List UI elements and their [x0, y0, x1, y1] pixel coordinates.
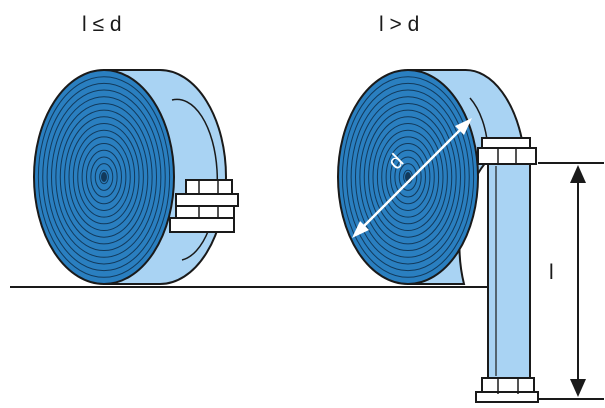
length-label: l — [549, 261, 554, 284]
left-coil-ring — [46, 89, 162, 265]
right-coil-ring — [368, 116, 448, 238]
right-coil-ring — [390, 149, 426, 205]
left-coil-ring — [37, 76, 171, 278]
left-coil-ring — [68, 123, 140, 231]
length-arrowhead-bottom — [570, 379, 586, 397]
right-coupling-top-cap — [481, 137, 531, 149]
length-arrowhead-top — [570, 165, 586, 183]
left-hose-coil — [33, 69, 239, 285]
left-coil-ring — [94, 163, 114, 191]
left-coil-core — [101, 172, 107, 182]
left-case-label: l ≤ d — [82, 13, 122, 36]
right-coil-ring — [385, 143, 431, 211]
hanging-hose — [487, 163, 531, 383]
left-coil-inner-curve — [171, 98, 219, 261]
left-coil-ring — [86, 149, 122, 205]
right-coil-ring — [359, 102, 457, 252]
diameter-arrow — [352, 118, 472, 238]
right-coil-ring — [372, 123, 444, 231]
right-coil-ring — [355, 96, 461, 258]
left-coil-ring — [64, 116, 144, 238]
left-coil-ring — [51, 96, 157, 258]
left-coil-ring — [55, 102, 153, 252]
left-coil-ring — [72, 129, 136, 225]
left-coil-ring — [42, 82, 166, 272]
diameter-arrowhead-bottom — [352, 221, 369, 238]
left-coupling-upper — [185, 179, 233, 195]
right-hose-coil — [337, 68, 539, 403]
right-case-label: l > d — [379, 13, 420, 36]
left-coupling-lower-base — [169, 217, 235, 233]
left-coil-ring — [99, 169, 109, 185]
left-coil-ring — [77, 136, 131, 218]
diameter-arrowhead-top — [455, 118, 472, 135]
right-coil-ring — [346, 82, 470, 272]
right-coil-ring — [398, 163, 418, 191]
left-coil-rings — [37, 76, 171, 278]
length-dimension — [538, 162, 604, 400]
right-coil-ring — [341, 76, 475, 278]
right-coil-ring — [350, 89, 466, 265]
left-coupling-lower — [175, 205, 235, 219]
left-coil-ring — [81, 143, 127, 211]
left-coupling-upper-base — [175, 193, 239, 207]
right-coil-ring — [363, 109, 453, 245]
left-coil-ring — [90, 156, 118, 198]
left-coil-ring — [59, 109, 149, 245]
right-coil-ring — [376, 129, 440, 225]
right-coil-ring — [381, 136, 435, 218]
right-coil-ring — [394, 156, 422, 198]
right-coupling-bottom-base — [475, 391, 539, 403]
right-coil-rings — [341, 76, 475, 278]
right-coupling-top — [477, 147, 537, 165]
